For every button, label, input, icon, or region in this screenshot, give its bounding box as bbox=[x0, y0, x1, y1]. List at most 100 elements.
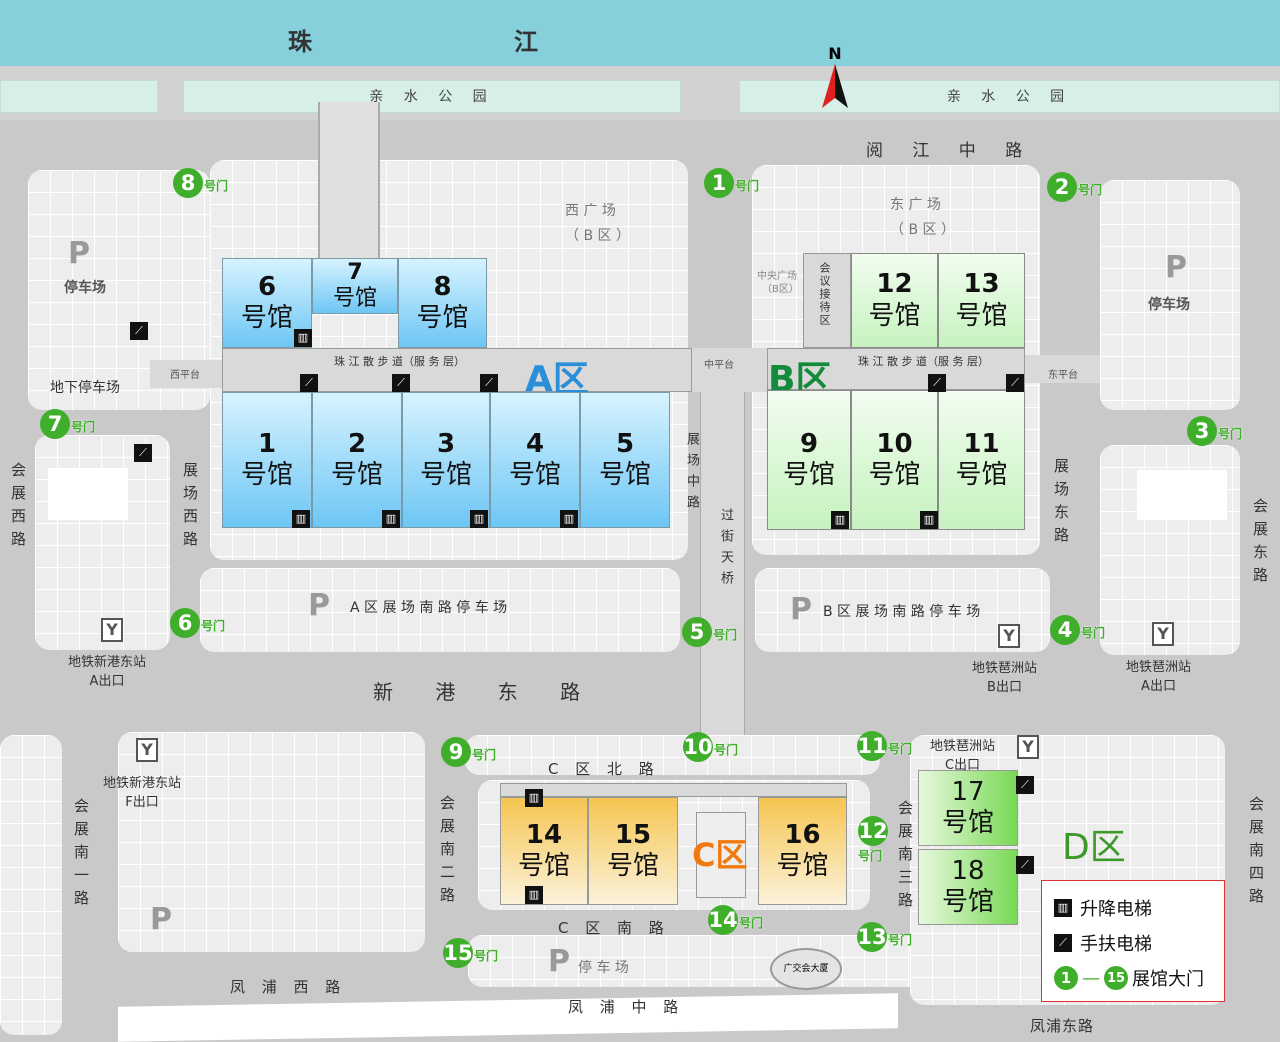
east-square-label: 东 广 场 bbox=[890, 197, 941, 213]
escalator-icon: ⟋ bbox=[300, 374, 318, 392]
zone-d-label: D区 bbox=[1062, 827, 1126, 868]
west-square-sub: （ B 区 ） bbox=[565, 228, 630, 244]
north-label: N bbox=[828, 44, 842, 63]
parking-p-icon: P bbox=[1165, 250, 1187, 285]
escalator-icon: ⟋ bbox=[1054, 934, 1072, 952]
parking-p-icon: P bbox=[790, 592, 812, 627]
pedestrian-overpass bbox=[700, 390, 745, 735]
pier-7 bbox=[318, 102, 380, 262]
c-parking-label: 停 车 场 bbox=[578, 960, 629, 976]
overpass-label: 过街天桥 bbox=[718, 508, 733, 592]
white-lot-east bbox=[1137, 470, 1227, 520]
road-fengpu-mid: 凤 浦 中 路 bbox=[568, 998, 685, 1016]
metro-icon: Y bbox=[101, 618, 123, 642]
elevator-icon: ▥ bbox=[292, 510, 310, 528]
parking-p-icon: P bbox=[308, 588, 330, 623]
road-huizhan-s2: 会展南二路 bbox=[438, 795, 456, 910]
legend-escalator-label: 手扶电梯 bbox=[1080, 934, 1152, 955]
central-square-label: 中央广场 bbox=[757, 271, 797, 282]
elevator-icon: ▥ bbox=[831, 511, 849, 529]
north-arrow-icon bbox=[822, 64, 848, 108]
metro-icon: Y bbox=[998, 624, 1020, 648]
metro-icon: Y bbox=[136, 738, 158, 762]
east-square-sub: （ B 区 ） bbox=[890, 222, 955, 238]
parking-p-icon: P bbox=[548, 944, 570, 979]
road-huizhan-east: 会展东路 bbox=[1251, 498, 1269, 590]
river-label-right: 江 bbox=[514, 28, 538, 56]
road-zhanchang-mid: 展场中路 bbox=[684, 432, 699, 516]
escalator-icon: ⟋ bbox=[1016, 856, 1034, 874]
elevator-icon: ▥ bbox=[382, 510, 400, 528]
block-ne-parking bbox=[1100, 180, 1240, 410]
road-c-north: C 区 北 路 bbox=[548, 760, 660, 778]
legend-gate-to: 15 bbox=[1104, 966, 1128, 990]
road-huizhan-s4: 会展南四路 bbox=[1247, 796, 1265, 911]
escalator-icon: ⟋ bbox=[1016, 776, 1034, 794]
road-fengpu-west: 凤 浦 西 路 bbox=[230, 978, 347, 996]
road-huizhan-s1: 会展南一路 bbox=[72, 798, 90, 913]
riverside-park-west: 亲 水 公 园 bbox=[183, 80, 681, 113]
b-parking-label: B 区 展 场 南 路 停 车 场 bbox=[823, 604, 981, 620]
promenade-label-a: 珠 江 散 步 道（服 务 层） bbox=[334, 355, 465, 368]
elevator-icon: ▥ bbox=[560, 510, 578, 528]
promenade-b bbox=[767, 348, 1025, 390]
zone-c-label: C区 bbox=[692, 836, 748, 874]
road-fengpu-east: 凤浦东路 bbox=[1030, 1017, 1095, 1035]
elevator-icon: ▥ bbox=[470, 510, 488, 528]
metro-icon: Y bbox=[1152, 622, 1174, 646]
canton-fair-tower[interactable]: 广交会大厦 bbox=[770, 948, 842, 990]
east-platform bbox=[1025, 355, 1100, 383]
west-square-label: 西 广 场 bbox=[565, 203, 616, 219]
escalator-icon: ⟋ bbox=[130, 322, 148, 340]
block-c-north bbox=[465, 735, 880, 775]
elevator-icon: ▥ bbox=[920, 511, 938, 529]
elevator-icon: ▥ bbox=[525, 886, 543, 904]
legend-gate-from: 1 bbox=[1054, 966, 1078, 990]
escalator-icon: ⟋ bbox=[392, 374, 410, 392]
road-xingang: 新 港 东 路 bbox=[373, 680, 599, 704]
metro-icon: Y bbox=[1017, 735, 1039, 759]
river-label-left: 珠 bbox=[288, 28, 312, 56]
elevator-icon: ▥ bbox=[1054, 899, 1072, 917]
legend-gates-label: 展馆大门 bbox=[1132, 969, 1204, 990]
underground-parking-label: 地下停车场 bbox=[50, 380, 120, 396]
